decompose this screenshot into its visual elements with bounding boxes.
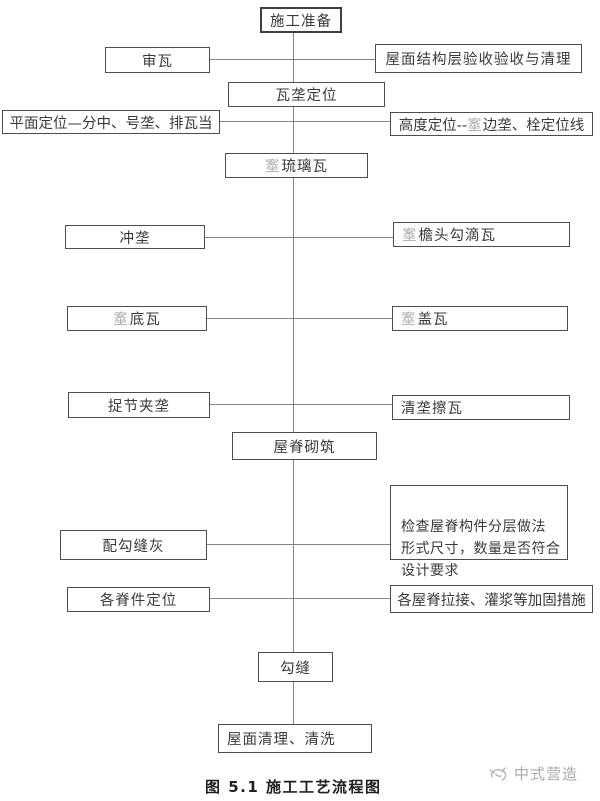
- node-label: 捉节夹垄: [108, 398, 170, 415]
- node-ridge-masonry: 屋脊砌筑: [232, 432, 377, 460]
- connector-line: [210, 404, 392, 405]
- node-roof-structure-acceptance: 屋面结构层验收验收与清理: [375, 44, 582, 73]
- connector-line: [207, 318, 392, 319]
- watermark: 中式营造: [486, 761, 578, 785]
- node-label: 配勾缝灰: [102, 538, 165, 555]
- node-label: 盖瓦: [417, 312, 449, 328]
- node-label: 审瓦: [142, 53, 173, 70]
- spine-line: [293, 682, 294, 724]
- node-lay-cover-tiles: 㝧盖瓦: [392, 306, 568, 331]
- node-roof-cleaning: 屋面清理、清洗: [218, 724, 372, 753]
- ghost-glyph: 㝧: [113, 312, 129, 328]
- node-ridge-pieces-positioning: 各脊件定位: [67, 587, 210, 612]
- watermark-logo-icon: [486, 761, 510, 785]
- node-label: 冲垄: [119, 230, 151, 247]
- node-label: 琉璃瓦: [281, 159, 328, 175]
- spine-line: [293, 33, 294, 82]
- spine-line: [293, 107, 294, 153]
- node-plane-positioning: 平面定位—分中、号垄、排瓦当: [2, 110, 220, 134]
- node-lay-bottom-tiles: 㝧底瓦: [67, 306, 207, 331]
- node-label: 各屋脊拉接、灌浆等加固措施: [397, 592, 586, 609]
- ghost-glyph: 㝧: [402, 228, 418, 244]
- node-label: 瓦垄定位: [275, 88, 338, 104]
- spine-line: [293, 178, 294, 432]
- node-construction-prep: 施工准备: [260, 7, 342, 33]
- node-label: 檐头勾滴瓦: [418, 228, 496, 244]
- ghost-glyph: 㝧: [265, 159, 281, 175]
- node-ridge-reinforcement: 各屋脊拉接、灌浆等加固措施: [390, 585, 593, 613]
- connector-line: [205, 237, 393, 238]
- node-jointing: 勾缝: [258, 652, 333, 682]
- connector-line: [210, 59, 375, 60]
- node-lay-glazed-tiles: 㝧琉璃瓦: [225, 153, 368, 178]
- node-tile-ridge-positioning: 瓦垄定位: [228, 82, 385, 107]
- connector-line: [210, 598, 390, 599]
- watermark-text: 中式营造: [514, 764, 579, 783]
- ghost-glyph: 㝧: [401, 312, 417, 328]
- node-label: 高度定位--: [398, 117, 468, 134]
- node-label: 各脊件定位: [99, 593, 178, 609]
- node-label: 屋面结构层验收验收与清理: [385, 52, 572, 68]
- node-flush-ridge-rows: 冲垄: [65, 225, 205, 249]
- node-clean-ridge-wipe-tiles: 清垄擦瓦: [392, 395, 570, 420]
- node-label: 勾缝: [280, 660, 311, 677]
- node-check-ridge-components: 检查屋脊构件分层做法 形式尺寸，数量是否符合 设计要求: [390, 485, 568, 579]
- node-inspect-tiles: 审瓦: [105, 47, 210, 73]
- figure-caption: 图 5.1 施工工艺流程图: [205, 778, 382, 796]
- node-lay-eave-drip-tiles: 㝧檐头勾滴瓦: [393, 222, 570, 247]
- connector-line: [220, 121, 390, 122]
- node-label: 检查屋脊构件分层做法 形式尺寸，数量是否符合 设计要求: [401, 519, 561, 579]
- connector-line: [207, 544, 390, 545]
- node-pointing-ridge-rows: 捉节夹垄: [68, 392, 210, 418]
- node-label: 边垄、栓定位线: [482, 117, 585, 134]
- spine-line: [293, 460, 294, 652]
- node-label: 屋脊砌筑: [273, 439, 336, 456]
- node-label: 屋面清理、清洗: [227, 732, 336, 748]
- node-label: 底瓦: [129, 312, 161, 328]
- ghost-glyph: 㝧: [467, 117, 482, 134]
- node-prepare-jointing-mortar: 配勾缝灰: [60, 530, 207, 560]
- node-label: 平面定位—分中、号垄、排瓦当: [9, 115, 213, 132]
- node-label: 施工准备: [270, 13, 332, 30]
- node-height-positioning: 高度定位--㝧边垄、栓定位线: [390, 112, 593, 136]
- node-label: 清垄擦瓦: [401, 401, 463, 417]
